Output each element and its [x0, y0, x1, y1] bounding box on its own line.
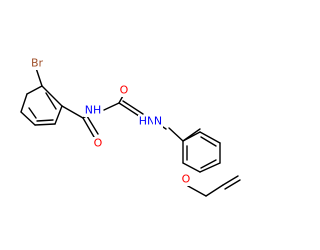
atom-label-o-amide: O — [94, 137, 103, 150]
bond-line — [122, 100, 144, 115]
atom-o-hydrazide: O — [119, 84, 129, 97]
bond-line — [61, 105, 84, 119]
atom-nh-amide: NH — [84, 104, 102, 117]
atom-label-nh-amide: NH — [85, 104, 102, 117]
bond-line — [103, 102, 120, 111]
bond-line — [182, 162, 201, 173]
bond-line — [187, 185, 207, 197]
bond-line — [86, 115, 99, 135]
bond-line — [45, 92, 57, 110]
bond-line — [35, 67, 43, 87]
atom-o-amide: O — [93, 137, 103, 150]
bond-line — [26, 85, 43, 95]
bond-line — [36, 119, 54, 122]
bond-line — [118, 102, 140, 117]
bond-line — [200, 136, 217, 147]
bond-line — [199, 162, 221, 173]
bond-line — [28, 107, 37, 119]
atom-br: Br — [29, 57, 45, 70]
atom-label-hn-hydrazide: HN — [139, 115, 156, 128]
bond-line — [20, 111, 36, 126]
bond-line — [34, 123, 56, 126]
molecule-structure: Br O NH O HN N O — [20, 57, 241, 197]
atom-label-o-ether: O — [182, 173, 191, 186]
bond-line — [205, 184, 224, 197]
bond-line — [222, 175, 239, 186]
bond-line — [182, 131, 201, 142]
atom-label-br: Br — [31, 57, 44, 70]
atom-hn-hydrazide: HN — [138, 115, 156, 128]
bond-line — [41, 85, 63, 107]
atom-label-n-imine: N — [154, 115, 162, 128]
bond-line — [20, 93, 28, 113]
bond-line — [54, 105, 63, 125]
bond-lines — [20, 67, 241, 197]
bond-line — [200, 159, 217, 169]
bond-line — [224, 179, 241, 190]
bond-line — [168, 127, 184, 142]
atom-o-ether: O — [181, 173, 191, 186]
bond-line — [82, 117, 95, 138]
atom-n-imine: N — [153, 115, 163, 128]
bond-line — [199, 131, 221, 144]
atom-label-o-hydrazide: O — [120, 84, 129, 97]
